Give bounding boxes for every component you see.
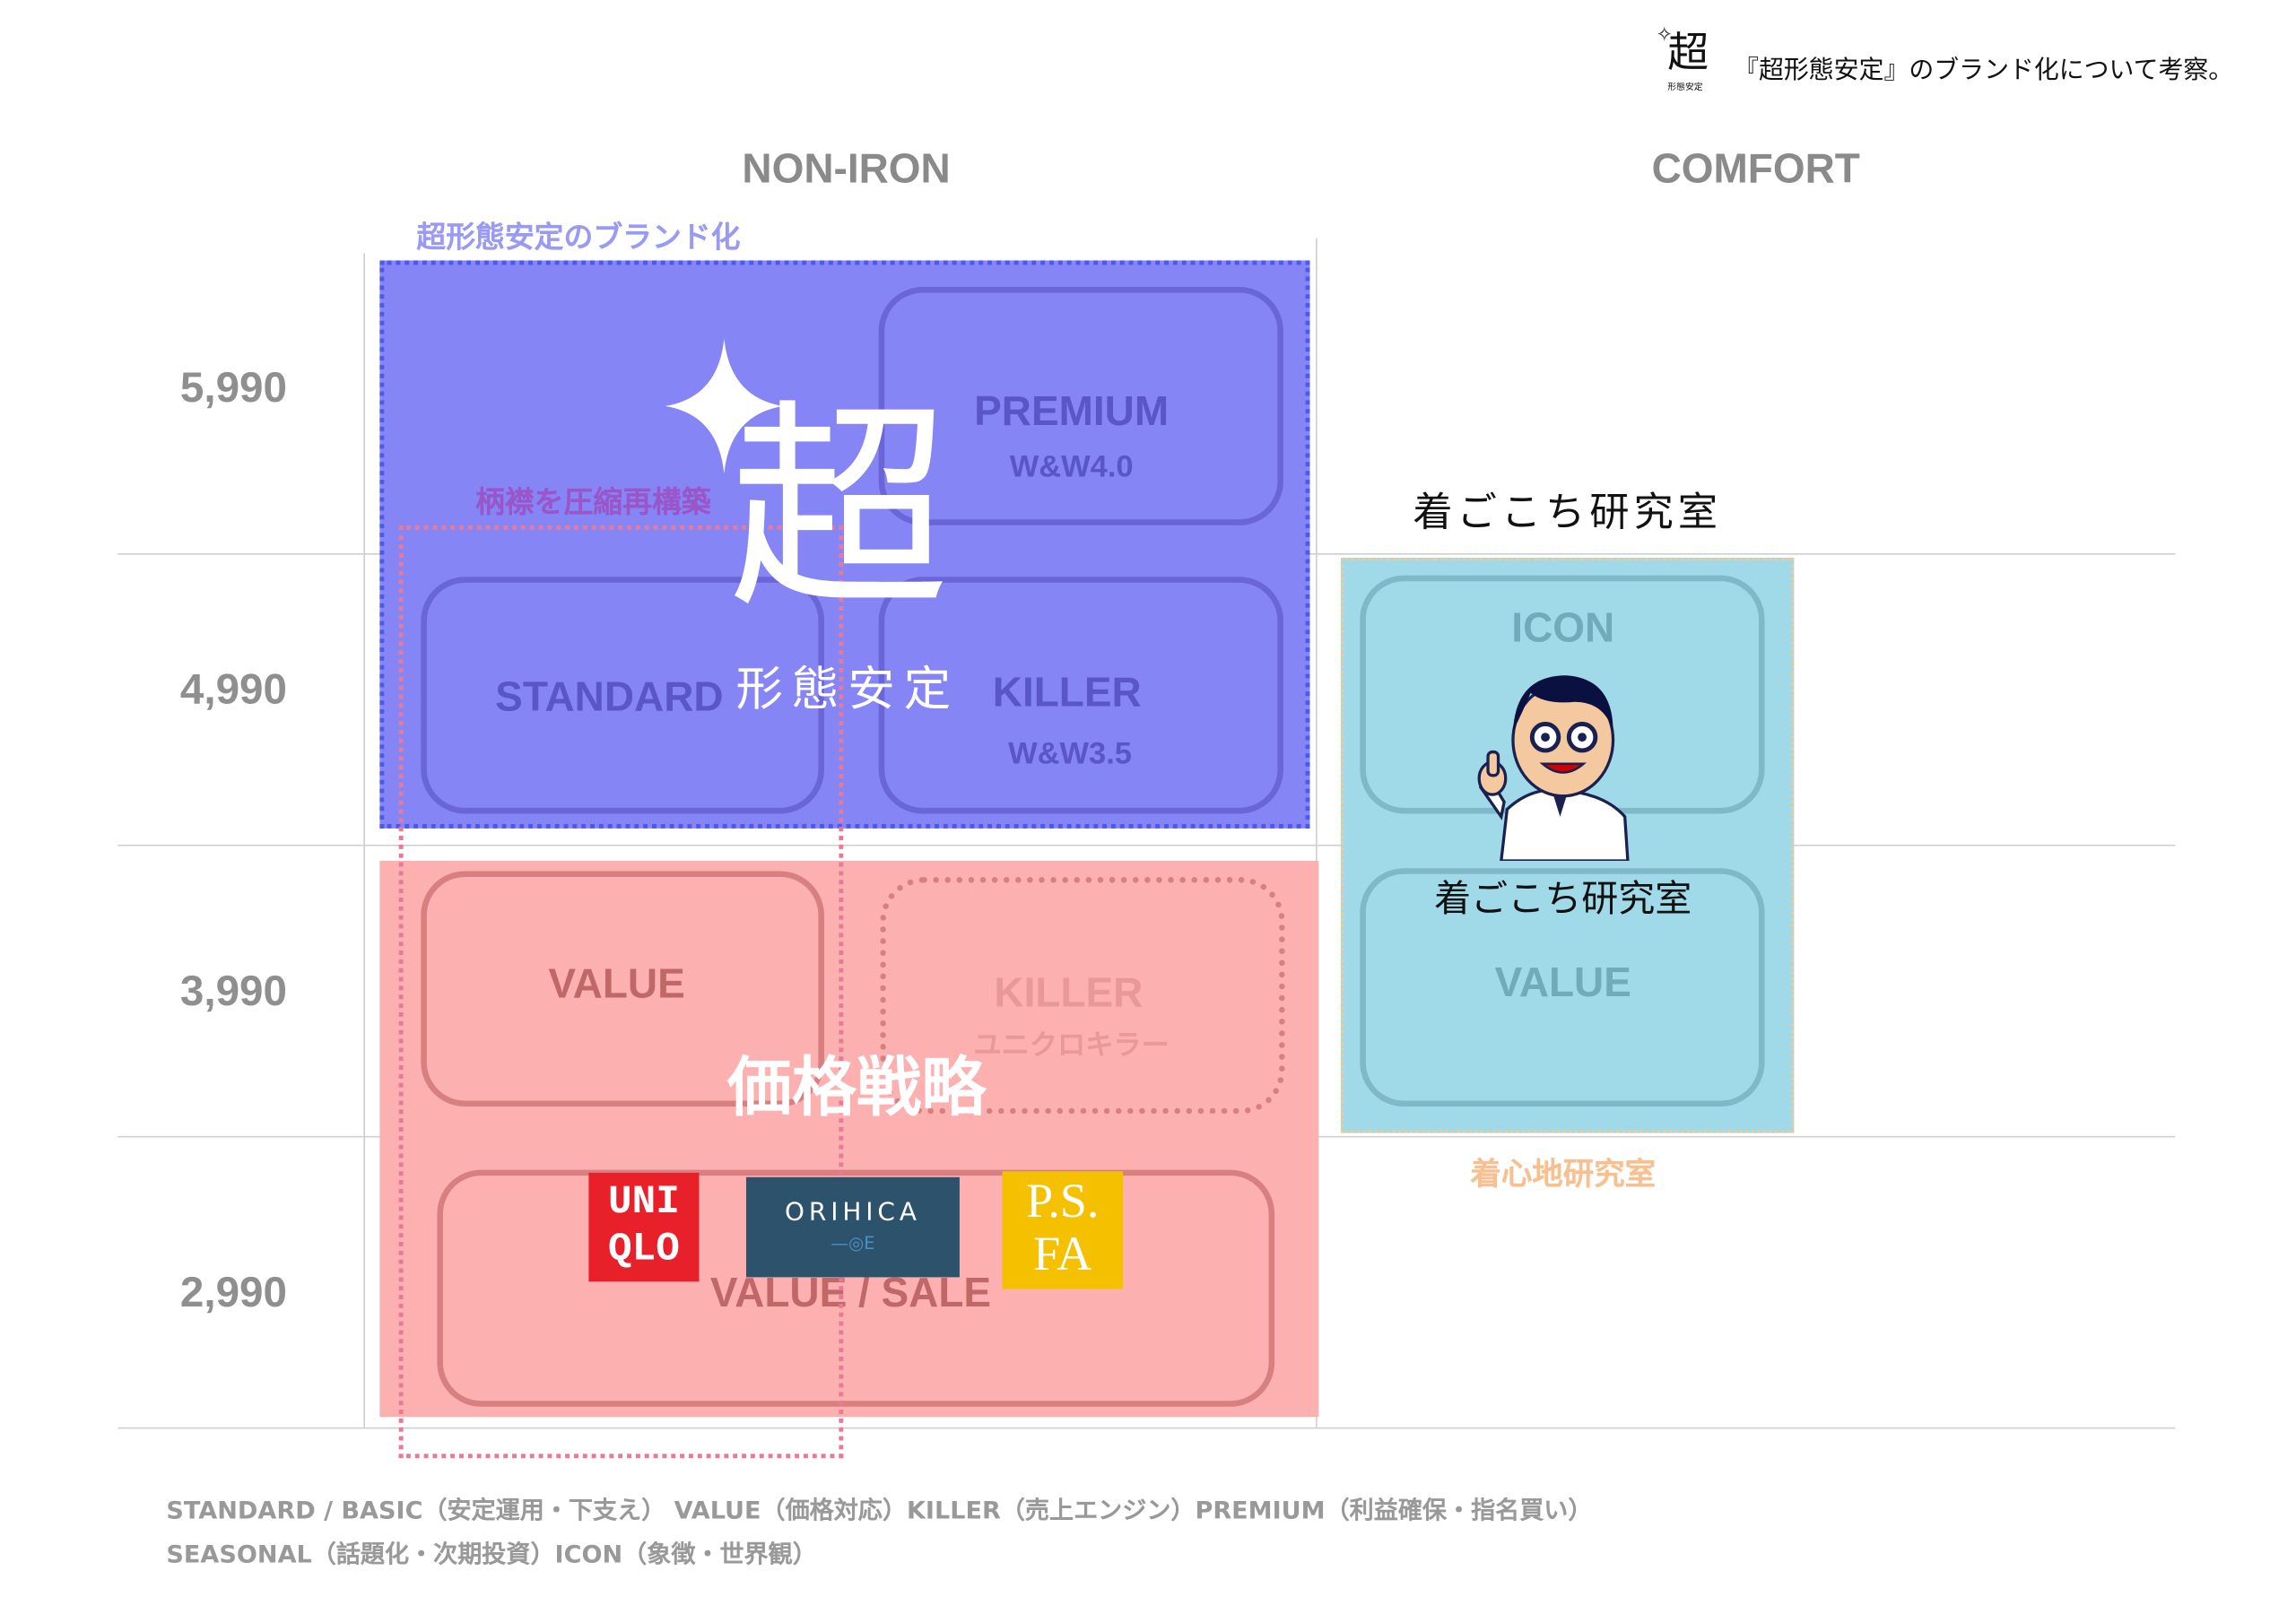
value-title: VALUE	[548, 960, 685, 1007]
sparkle-icon	[665, 338, 784, 474]
price-region	[379, 860, 1319, 1418]
uniqlo-line-1: UNI	[608, 1181, 680, 1226]
price-label: 3,990	[179, 968, 287, 1016]
standard-title: STANDARD	[495, 673, 724, 720]
psfa-line-2: FA	[1033, 1228, 1092, 1282]
comfort-region-label: 着心地研究室	[1470, 1158, 1657, 1193]
collar-region-label: 柄襟を圧縮再構築	[475, 483, 711, 520]
premium-title: PREMIUM	[974, 388, 1170, 435]
comfort-heading: 着ごこち研究室	[1413, 490, 1722, 536]
price-label: 5,990	[179, 364, 287, 412]
logo-char: 超	[1667, 28, 1709, 77]
uniqlo-logo: UNI QLO	[588, 1172, 700, 1282]
column-header-comfort: COMFORT	[1651, 145, 1860, 192]
killer-uniqlo-cell	[880, 877, 1285, 1115]
orihica-mark-icon: —◎E	[831, 1233, 875, 1254]
killer-cell	[878, 577, 1283, 814]
grid-line	[117, 1427, 2176, 1429]
killer-uniqlo-sub: ユニクロキラー	[973, 1030, 1170, 1062]
standard-cell	[421, 577, 824, 814]
logo-big-sub: 形態安定	[735, 660, 960, 717]
price-label: 2,990	[179, 1270, 287, 1317]
premium-cell	[878, 286, 1283, 525]
brand-region-label: 超形態安定のブランド化	[416, 219, 741, 255]
killer-title: KILLER	[992, 669, 1142, 716]
orihica-text: ORIHICA	[785, 1197, 921, 1228]
comfort-value-cell	[1360, 868, 1765, 1107]
logo-sub: 形態安定	[1667, 82, 1703, 93]
comfort-value-title: VALUE	[1494, 959, 1631, 1005]
value-sale-cell	[437, 1169, 1275, 1407]
price-region-label: 価格戦略	[726, 1052, 987, 1124]
column-header-non-iron: NON-IRON	[742, 145, 951, 192]
killer-sub: W&W3.5	[1008, 737, 1132, 771]
brand-region	[379, 260, 1310, 829]
legend-line-1: STANDARD / BASIC（安定運用・下支え） VALUE（価格対応）KI…	[166, 1496, 1593, 1525]
orihica-logo: ORIHICA —◎E	[745, 1176, 960, 1278]
psfa-logo: P.S. FA	[1002, 1171, 1124, 1289]
value-sale-title: VALUE / SALE	[709, 1270, 992, 1316]
killer-uniqlo-title: KILLER	[994, 969, 1144, 1016]
premium-sub: W&W4.0	[1009, 450, 1134, 484]
grid-line	[1316, 238, 1318, 1428]
value-cell	[421, 871, 824, 1107]
sparkle-icon: ✧	[1656, 23, 1674, 48]
legend-line-2: SEASONAL（話題化・次期投資）ICON（象徴・世界観）	[166, 1541, 817, 1569]
grid-line	[117, 844, 2176, 846]
icon-title: ICON	[1511, 604, 1615, 651]
grid-line	[363, 253, 365, 1428]
doctor-mascot-illustration	[1472, 670, 1637, 863]
mascot-caption: 着ごこち研究室	[1434, 878, 1692, 920]
collar-region	[398, 525, 844, 1459]
page-title: 『超形態安定』のブランド化について考察。	[1734, 56, 2234, 86]
logo-big-char: 超	[728, 382, 950, 639]
uniqlo-line-2: QLO	[608, 1228, 680, 1273]
psfa-line-1: P.S.	[1026, 1176, 1100, 1229]
header-logo: ✧ 超 形態安定	[1656, 23, 1715, 94]
price-label: 4,990	[179, 666, 287, 714]
